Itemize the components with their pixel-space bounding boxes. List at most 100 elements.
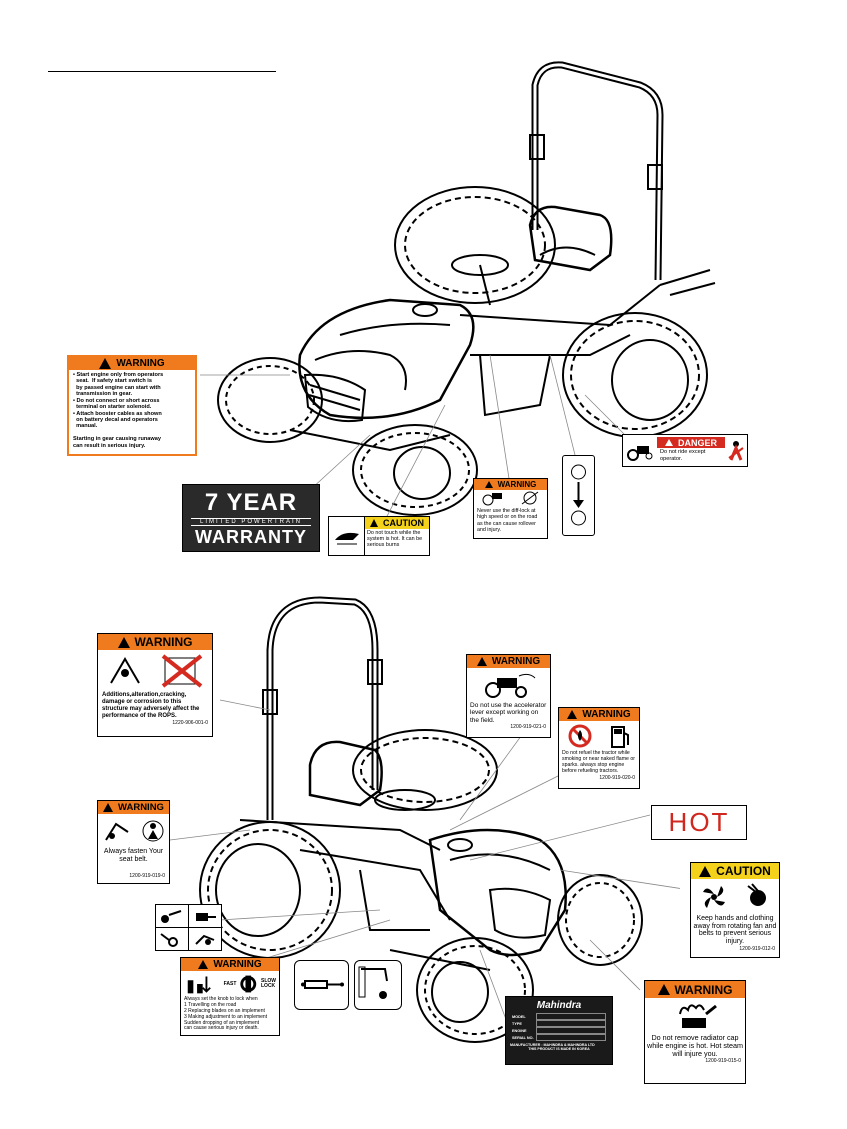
warning-triangle-icon [664,439,673,446]
knob-slow-label: SLOW [261,977,276,984]
warning-triangle-icon [476,657,487,666]
label-part-number: 1200-919-020-0 [599,774,635,781]
label-line: 3 Making adjustment to an implement [184,1013,268,1020]
nameplate-field-label: MODEL [512,1014,526,1019]
label-body: Additions,alteration,cracking, damage or… [102,692,200,719]
label-part-number: 1220-906-001-0 [172,719,208,726]
warranty-subtitle: LIMITED POWERTRAIN [191,518,311,526]
label-line: can cause serious injury or death. [184,1025,259,1032]
label-line: 2 Replacing blades on an implement [184,1007,265,1014]
label-line: seat. If safety start switch is [73,378,152,385]
header-rule [48,71,276,72]
label-body: Do not ride except operator. [660,449,706,462]
nameplate-field-row: SERIAL NO. [512,1034,606,1041]
nameplate-field-value [536,1027,606,1034]
loader-arm-icon [358,966,388,999]
diff-lock-icon [521,491,539,505]
loader-icon [156,927,189,950]
manufacturer-line: MANUFACTURER : MAHINDRA & MAHINDRA LTD [510,1043,595,1047]
label-line: manual. [73,423,98,430]
label-header: WARNING [467,655,550,668]
nameplate-field-row: TYPE [512,1020,606,1027]
nameplate-field-value [536,1013,606,1020]
warning-refuel-label: WARNING Do not refuel the tractor while … [558,707,640,789]
label-line: Starting in gear causing runaway [73,436,161,443]
label-header: WARNING [181,958,279,971]
warning-triangle-icon [567,710,578,719]
label-part-number: 1200-919-021-0 [510,724,546,731]
label-body: Never use the diff-lock at high speed or… [477,508,538,534]
label-line: • Do not connect or short across [73,397,160,404]
label-header: WARNING [474,479,547,490]
label-line: on battery decal and operators [73,416,158,423]
warning-seatbelt-label: WARNING Always fasten Your seat belt. 12… [97,800,170,884]
tractor-illustration-top [200,61,716,521]
nameplate-fields: MODEL TYPE ENGINE SERIAL NO. [506,1011,612,1041]
label-header: CAUTION [365,517,429,529]
nameplate-field-label: TYPE [512,1021,522,1026]
warranty-title: WARRANTY [195,527,307,547]
warning-accelerator-label: WARNING Do not use the accelerator lever… [466,654,551,738]
fan-belt-icons [691,879,779,915]
hot-label: HOT [651,805,747,840]
hitch-lowering-icon [187,976,211,994]
nameplate-field-value [536,1034,606,1041]
knob-lock-label: LOCK [261,983,276,989]
knob-fast-label: FAST [223,981,237,987]
no-modification-icon [161,654,203,688]
warning-start-engine-label: WARNING • Start engine only from operato… [67,355,197,456]
warning-triangle-icon [370,519,378,527]
operation-pictogram-label [155,904,222,951]
label-line: • Start engine only from operators [73,372,164,378]
label-body: Keep hands and clothing away from rotati… [693,915,777,946]
refuel-icons [559,721,639,751]
warranty-badge: 7 YEAR LIMITED POWERTRAIN WARRANTY [182,484,320,552]
label-line: can result in serious injury. [73,442,146,449]
label-line: • Attach booster cables as shown [73,410,162,417]
accelerator-icon [467,668,550,702]
label-body: Always fasten Your seat belt. [103,848,164,864]
warning-triangle-icon [484,481,493,488]
fuel-pump-icon [611,726,629,748]
label-body: Do not touch while the system is hot. It… [367,530,423,549]
nameplate-field-label: SERIAL NO. [512,1035,534,1040]
label-line: terminal on starter solenoid. [73,404,152,411]
hand-crush-icon [189,928,222,951]
hydraulic-cylinder-icon [301,980,344,989]
origin-line: THIS PRODUCT IS MADE IN KOREA [528,1047,590,1051]
label-body: Do not use the accelerator lever except … [470,702,547,724]
warning-diff-lock-label: WARNING Never use the diff-lock at high … [473,478,548,539]
label-header: WARNING [559,708,639,721]
hydraulic-cylinder-label [294,960,349,1010]
lock-knob-icon [240,975,257,993]
label-part-number: 1200-919-019-0 [129,872,165,879]
person-prohibited-icon [725,435,747,466]
warning-triangle-icon [699,865,712,877]
nameplate-field-value [536,1020,606,1027]
label-line: Sudden dropping of an implement [184,1019,260,1026]
label-header: DANGER [657,437,725,448]
warning-rops-label: WARNING Additions,alteration,cracking, d… [97,633,213,737]
warning-triangle-icon [117,636,130,648]
diff-lock-arrow-icon [571,464,586,526]
fan-icon [702,886,725,908]
hot-surface-icon [329,517,365,555]
danger-no-riders-label: DANGER Do not ride except operator. [622,434,748,467]
label-part-number: 1200-919-015-0 [705,1057,741,1064]
rops-welding-icon [110,657,140,684]
tractor-illustration-bottom [169,596,680,1043]
tractor-rollover-icon [482,493,502,506]
hitch-lock-icons: FAST SLOW LOCK [181,971,279,997]
pto-icon [156,905,189,928]
hand-entanglement-icon [746,883,766,906]
warning-triangle-icon [198,960,209,969]
label-header: WARNING [98,634,212,650]
label-line: by passed engine can start with [73,384,161,391]
nameplate-field-row: ENGINE [512,1027,606,1034]
label-body: Do not remove radiator cap while engine … [647,1033,743,1058]
nameplate-field-row: MODEL [512,1013,606,1020]
nameplate-field-label: ENGINE [512,1028,527,1033]
hitch-icon [188,905,221,928]
radiator-steam-icon [645,998,745,1034]
